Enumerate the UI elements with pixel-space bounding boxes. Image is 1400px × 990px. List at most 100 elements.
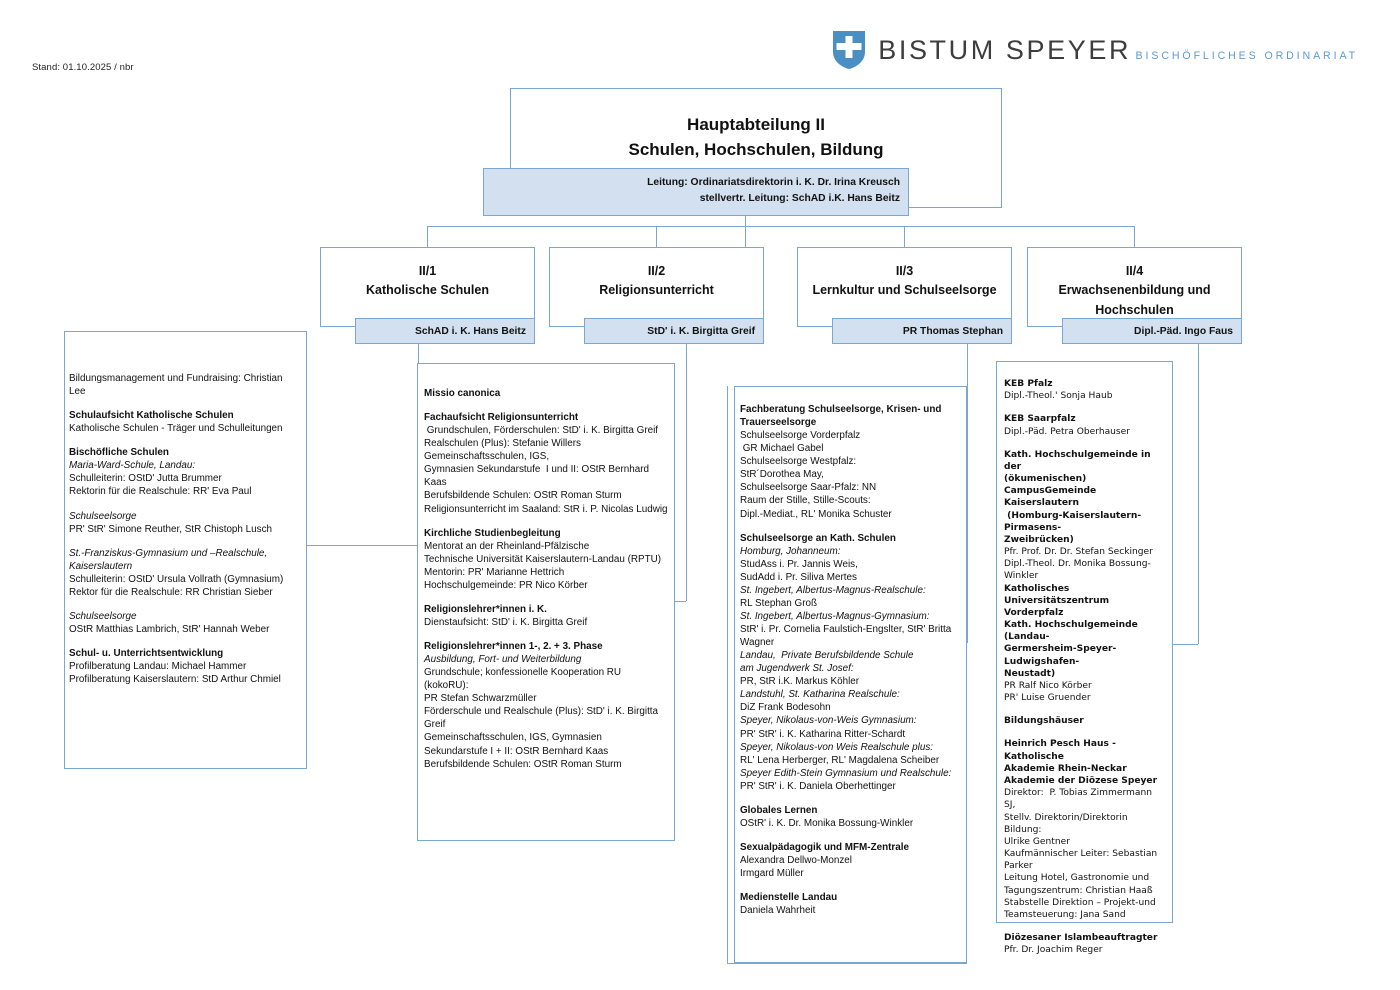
content-line: OStR Matthias Lambrich, StR' Hannah Webe… [69, 623, 270, 635]
content-line: KEB Pfalz [1004, 379, 1053, 389]
department-node-ii3: II/3 Lernkultur und Schulseelsorge [797, 247, 1012, 327]
content-line [1004, 402, 1166, 413]
content-line: Maria-Ward-Schule, Landau: [69, 460, 196, 472]
content-line: Vorderpfalz [1004, 607, 1064, 618]
department-ii3-name: Lernkultur und Schulseelsorge [812, 283, 997, 298]
content-line: Dipl.-Theol. Dr. Monika Bossung-Winkler [1004, 559, 1151, 582]
content-line: Leitung Hotel, Gastronomie und [1004, 873, 1150, 884]
content-line [740, 880, 960, 891]
content-line: StR' i. Pr. Cornelia Faulstich-Engslter,… [740, 624, 952, 635]
content-panel-ii2-body: Missio canonica Fachaufsicht Religionsun… [418, 364, 674, 781]
content-line [740, 521, 960, 532]
logo-wordmark: BISTUM SPEYER BISCHÖFLICHES ORDINARIAT [878, 34, 1358, 65]
content-panel-ii3: Fachberatung Schulseelsorge, Krisen- und… [734, 386, 967, 963]
content-line [69, 536, 300, 547]
content-line: Tagungszentrum: Christian Haaß [1004, 885, 1153, 896]
content-line: Profilberatung Kaiserslautern: StD Arthu… [69, 674, 281, 686]
content-line: Sexualpädagogik und MFM-Zentrale [740, 841, 909, 853]
connector-panel3-bottom-rail [727, 963, 967, 964]
connector-ii1-panel-bridge [307, 545, 418, 546]
department-ii3-lead: PR Thomas Stephan [902, 326, 1003, 337]
content-line [1004, 727, 1166, 738]
content-line: Landau, Private Berufsbildende Schule [740, 650, 914, 662]
content-line: Bischöfliche Schulen [69, 447, 169, 459]
content-line: Profilberatung Landau: Michael Hammer [69, 661, 247, 673]
content-line: Schulseelsorge Saar-Pfalz: NN [740, 482, 877, 494]
content-line: Kath. Hochschulgemeinde (Landau- [1004, 620, 1141, 643]
content-line: Akademie Rhein-Neckar [1004, 763, 1127, 774]
content-line [1004, 438, 1166, 449]
content-line: St. Ingebert, Albertus-Magnus-Realschule… [740, 584, 926, 596]
content-line: Wagner [740, 637, 775, 649]
content-line: Ausbildung, Fort- und Weiterbildung [424, 654, 582, 666]
content-line: Medienstelle Landau [740, 892, 838, 904]
logo-subtitle: BISCHÖFLICHES ORDINARIAT [1135, 49, 1358, 62]
content-line: Akademie der Diözese Speyer [1004, 775, 1158, 786]
content-line [740, 830, 960, 841]
content-panel-ii1: Bildungsmanagement und Fundraising: Chri… [64, 331, 307, 769]
document-date-stamp: Stand: 01.10.2025 / nbr [32, 62, 134, 73]
department-ii1-code: II/1 [418, 264, 437, 278]
connector-drop-ii4 [1134, 226, 1135, 248]
content-line [69, 499, 300, 510]
content-line: Dienstaufsicht: StD' i. K. Birgitta Grei… [424, 616, 588, 628]
content-line [740, 793, 960, 804]
department-ii4-name-line1: Erwachsenenbildung und [1058, 283, 1211, 298]
content-line: Gymnasien Sekundarstufe I und II: OStR B… [424, 464, 652, 489]
department-ii1-lead: SchAD i. K. Hans Beitz [415, 326, 526, 337]
connector-ii4-to-panel [1198, 344, 1199, 644]
department-ii1-name: Katholische Schulen [366, 283, 489, 298]
content-line: Stabstelle Direktion – Projekt-und [1004, 897, 1156, 908]
content-line: Bildungsmanagement und Fundraising: Chri… [69, 373, 286, 398]
content-line [424, 592, 668, 603]
connector-panel3-left-rail [727, 386, 728, 963]
content-line: Gemeinschaftsschulen, IGS, [424, 451, 550, 463]
content-line: Mentorin: PR' Marianne Hettrich [424, 566, 565, 578]
content-line: Schulseelsorge Westpfalz: [740, 456, 857, 468]
content-line: Kath. Hochschulgemeinde in der [1004, 449, 1154, 472]
department-ii3-code: II/3 [895, 264, 914, 278]
connector-ii2-panel-bridge [675, 601, 686, 602]
content-line: Rektorin für die Realschule: RR' Eva Pau… [69, 486, 252, 498]
content-line: Religionslehrer*innen i. K. [424, 603, 547, 615]
content-line: Berufsbildende Schulen: OStR Roman Sturm [424, 758, 622, 770]
content-line: Kaiserslautern [1004, 498, 1079, 509]
content-panel-ii1-body: Bildungsmanagement und Fundraising: Chri… [65, 332, 306, 696]
root-deputy-leader: stellvertr. Leitung: SchAD i.K. Hans Bei… [699, 192, 900, 204]
department-ii2-code: II/2 [647, 264, 666, 278]
connector-drop-ii1 [427, 226, 428, 248]
department-ii2-lead: StD' i. K. Birgitta Greif [647, 326, 755, 337]
connector-ii4-panel-bridge [1173, 644, 1198, 645]
content-line: Alexandra Dellwo-Monzel [740, 855, 852, 866]
content-line: Katholisches Universitätszentrum [1004, 583, 1110, 606]
content-line: PR' StR' Simone Reuther, StR Chistoph Lu… [69, 523, 273, 535]
content-line: DiZ Frank Bodesohn [740, 702, 831, 714]
content-line [424, 629, 668, 640]
content-line: Heinrich Pesch Haus - Katholische [1004, 739, 1120, 762]
content-line: GR Michael Gabel [740, 443, 824, 455]
connector-drop-ii3 [904, 226, 905, 248]
content-line: PR Stefan Schwarzmüller [424, 693, 537, 705]
content-line: Landstuhl, St. Katharina Realschule: [740, 689, 900, 701]
content-line [1004, 704, 1166, 715]
content-line: PR, StR i.K. Markus Köhler [740, 676, 860, 688]
content-line: Fachaufsicht Religionsunterricht [424, 412, 579, 424]
department-node-ii1: II/1 Katholische Schulen [320, 247, 535, 327]
department-ii2-lead-banner: StD' i. K. Birgitta Greif [584, 318, 764, 344]
content-line: Ulrike Gentner [1004, 836, 1070, 847]
content-line: Zweibrücken) [1004, 534, 1074, 545]
root-leader: Leitung: Ordinariatsdirektorin i. K. Dr.… [647, 177, 900, 188]
content-line: Speyer, Nikolaus-von-Weis Gymnasium: [740, 715, 917, 727]
content-line-label: Bildungsmanagement und Fundraising: [69, 373, 241, 384]
connector-root-stem [745, 216, 746, 248]
content-line: Religionslehrer*innen 1-, 2. + 3. Phase [424, 641, 603, 652]
logo-title: BISTUM SPEYER [878, 34, 1132, 65]
content-line [69, 435, 300, 446]
content-line: Schulseelsorge an Kath. Schulen [740, 532, 896, 544]
content-line: Rektor für die Realschule: RR Christian … [69, 586, 273, 598]
shield-cross-icon [832, 30, 866, 70]
content-line: PR' StR' i. K. Daniela Oberhettinger [740, 780, 896, 792]
content-line: Schulseelsorge Vorderpfalz [740, 430, 861, 442]
content-line: Schulseelsorge [69, 610, 137, 622]
